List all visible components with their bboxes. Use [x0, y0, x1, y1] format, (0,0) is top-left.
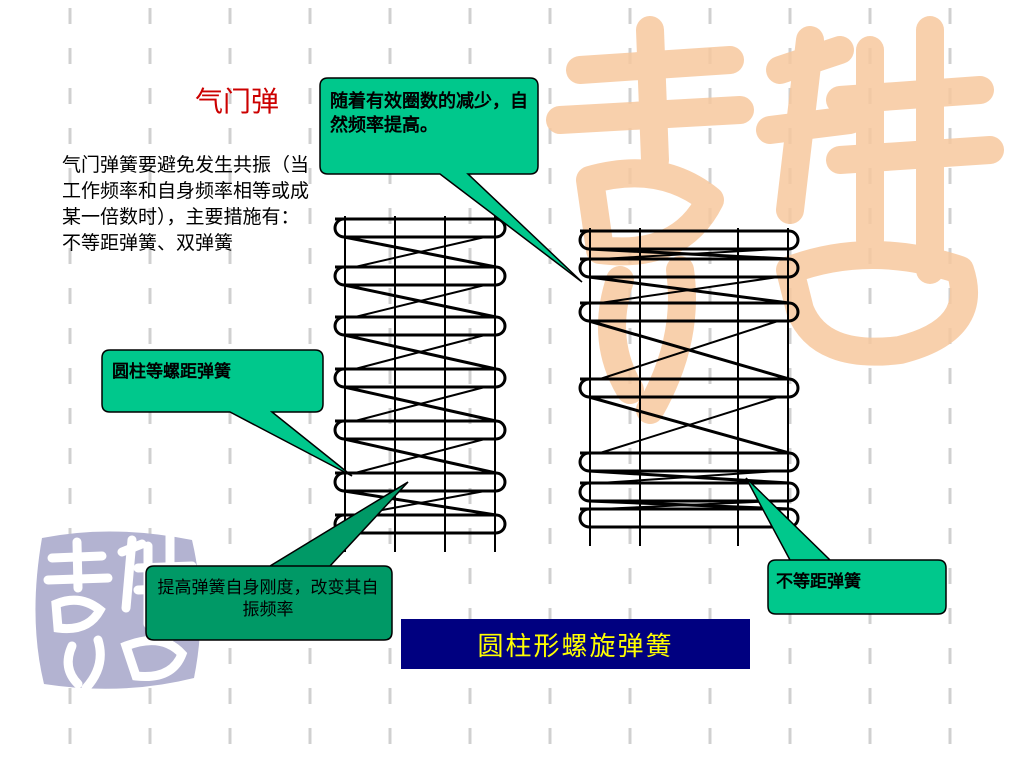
spring-variable-pitch-diagonal-back: [599, 276, 779, 304]
spring-variable-pitch-coil: [580, 451, 800, 473]
spring-variable-pitch-diagonal-back: [599, 320, 779, 380]
spring-variable-pitch-coil-end: [578, 451, 590, 473]
spring-equal-pitch-coil: [335, 419, 507, 441]
spring-equal-pitch-coil-end: [333, 217, 345, 239]
spring-equal-pitch-coil-end: [333, 419, 345, 441]
spring-equal-pitch-coil-end: [333, 315, 345, 337]
callout-right-shape: [745, 477, 947, 615]
callout-mid-text: 圆柱等螺距弹簧: [112, 362, 231, 382]
spring-equal-pitch-coil: [335, 315, 507, 337]
spring-equal-pitch-diagonal-back: [354, 284, 486, 318]
spring-equal-pitch-coil: [335, 265, 507, 287]
spring-variable-pitch-coil-end: [578, 301, 590, 323]
spring-equal-pitch-coil-end: [333, 367, 345, 389]
callout-mid-shape: [101, 349, 353, 477]
spring-variable-pitch-coil-end: [578, 377, 590, 399]
spring-equal-pitch-diagonal-back: [354, 334, 486, 370]
spring-variable-pitch-coil: [580, 257, 800, 279]
spring-variable-pitch-coil-end: [578, 257, 590, 279]
spring-equal-pitch-coil-end: [333, 265, 345, 287]
spring-equal-pitch-diagonal-back: [354, 438, 486, 474]
spring-variable-pitch-coil-end: [578, 229, 590, 251]
slide-title: 气门弹: [195, 85, 280, 118]
watermark-calligraphy: [546, 16, 1004, 424]
spring-equal-pitch-coil-end: [333, 471, 345, 493]
spring-variable-pitch-coil: [580, 229, 800, 251]
spring-variable-pitch-coil-end: [578, 481, 590, 503]
spring-variable-pitch-coil-end: [578, 507, 590, 529]
spring-variable-pitch-coil: [580, 481, 800, 503]
callout-top-shape: [319, 77, 583, 283]
spring-equal-pitch-coil: [335, 513, 507, 535]
spring-variable-pitch-diagonal-back: [599, 248, 779, 260]
callout-right-text: 不等距弹簧: [776, 572, 861, 592]
spring-variable-pitch-coil: [580, 301, 800, 323]
spring-variable-pitch-diagonal-back: [599, 470, 779, 484]
body-text: 气门弹簧要避免发生共振（当工作频率和自身频率相等或成某一倍数时），主要措施有：不…: [62, 154, 310, 254]
callout-bottom-text: 提高弹簧自身刚度，改变其自振频率: [157, 578, 379, 620]
spring-equal-pitch-diagonal-back: [354, 386, 486, 422]
spring-equal-pitch-coil: [335, 471, 507, 493]
spring-variable-pitch-diagonal-back: [599, 396, 779, 454]
spring-equal-pitch-coil: [335, 367, 507, 389]
caption-box: 圆柱形螺旋弹簧: [401, 619, 750, 669]
callout-top-text: 随着有效圈数的减少，自然频率提高。: [330, 91, 528, 136]
callout-bottom-shape: [145, 481, 409, 641]
spring-equal-pitch-diagonal-back: [354, 236, 486, 268]
caption-text: 圆柱形螺旋弹簧: [477, 631, 674, 662]
spring-equal-pitch-coil: [335, 217, 507, 239]
spring-variable-pitch-coil: [580, 377, 800, 399]
